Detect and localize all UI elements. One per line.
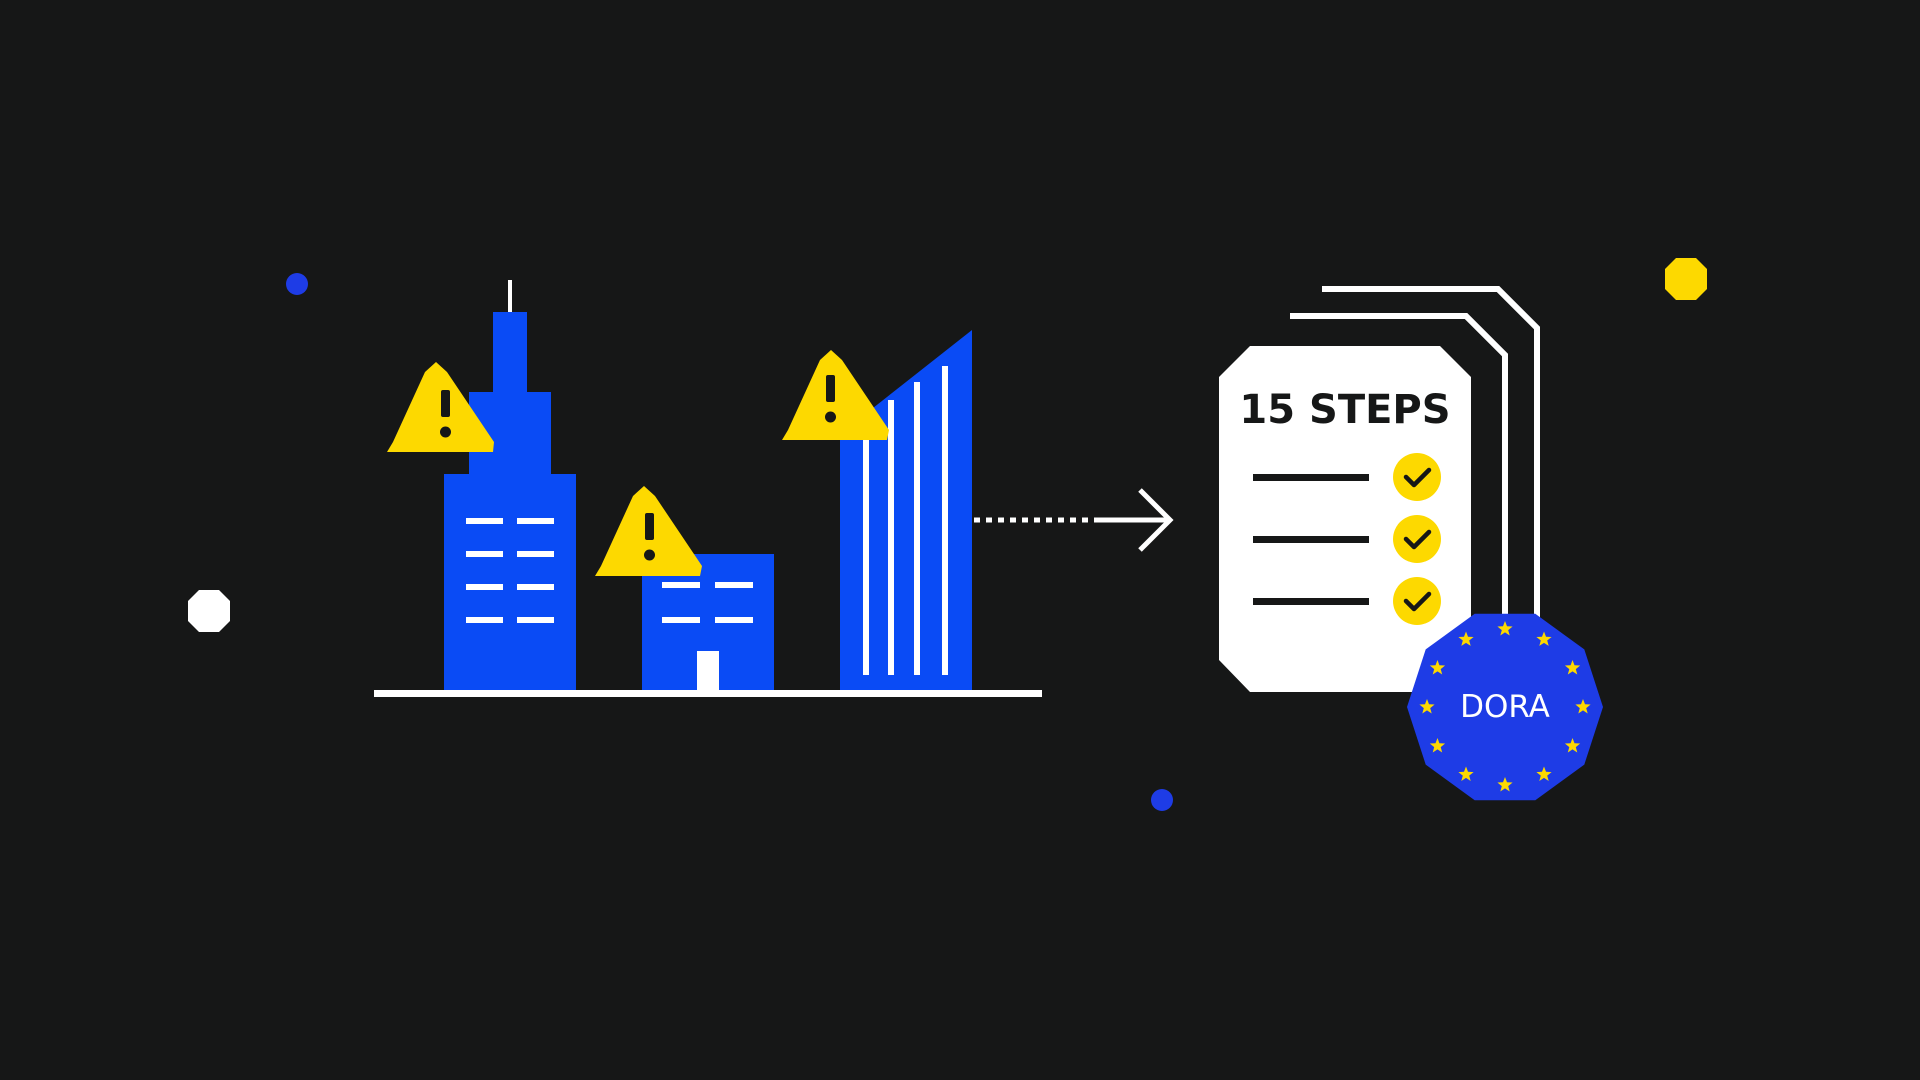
decor-octagon-white <box>188 590 230 632</box>
badge-label: DORA <box>1460 689 1550 725</box>
building-door <box>697 651 719 690</box>
step-item <box>1253 515 1441 563</box>
step-item <box>1253 577 1441 625</box>
eu-star-icon <box>1536 631 1552 646</box>
eu-star-icon <box>1497 621 1513 636</box>
document-stack-outlines <box>1290 286 1540 650</box>
step-item <box>1253 453 1441 501</box>
dotted-arrow <box>974 488 1174 552</box>
tall-tower-building <box>444 280 576 690</box>
eu-star-icon <box>1575 699 1591 714</box>
eu-star-icon <box>1497 777 1513 792</box>
steps-document: 15 STEPS <box>1219 346 1471 692</box>
dora-eu-badge: DORA <box>1407 613 1603 801</box>
check-icon <box>1393 577 1441 625</box>
eu-star-icon <box>1536 766 1552 781</box>
decor-dot-blue-top-left <box>286 273 308 295</box>
document-title: 15 STEPS <box>1239 387 1450 433</box>
warning-triangle-icon <box>387 362 494 452</box>
warning-triangle-icon <box>782 350 889 440</box>
eu-star-icon <box>1564 738 1581 753</box>
eu-star-icon <box>1429 738 1446 753</box>
ground-line <box>374 690 1042 697</box>
warning-triangle-icon <box>595 486 702 576</box>
slanted-tower-building <box>840 330 972 690</box>
step-line <box>1253 474 1369 481</box>
eu-star-icon <box>1458 631 1474 646</box>
eu-star-icon <box>1564 660 1581 675</box>
eu-stars <box>1419 621 1591 792</box>
eu-star-icon <box>1419 699 1435 714</box>
decor-octagon-yellow <box>1665 258 1707 300</box>
small-building <box>642 554 774 690</box>
eu-star-icon <box>1429 660 1446 675</box>
check-icon <box>1393 515 1441 563</box>
badge-decagon <box>1407 613 1603 801</box>
step-line <box>1253 598 1369 605</box>
eu-star-icon <box>1458 766 1474 781</box>
step-line <box>1253 536 1369 543</box>
check-icon <box>1393 453 1441 501</box>
decor-dot-blue-bottom <box>1151 789 1173 811</box>
